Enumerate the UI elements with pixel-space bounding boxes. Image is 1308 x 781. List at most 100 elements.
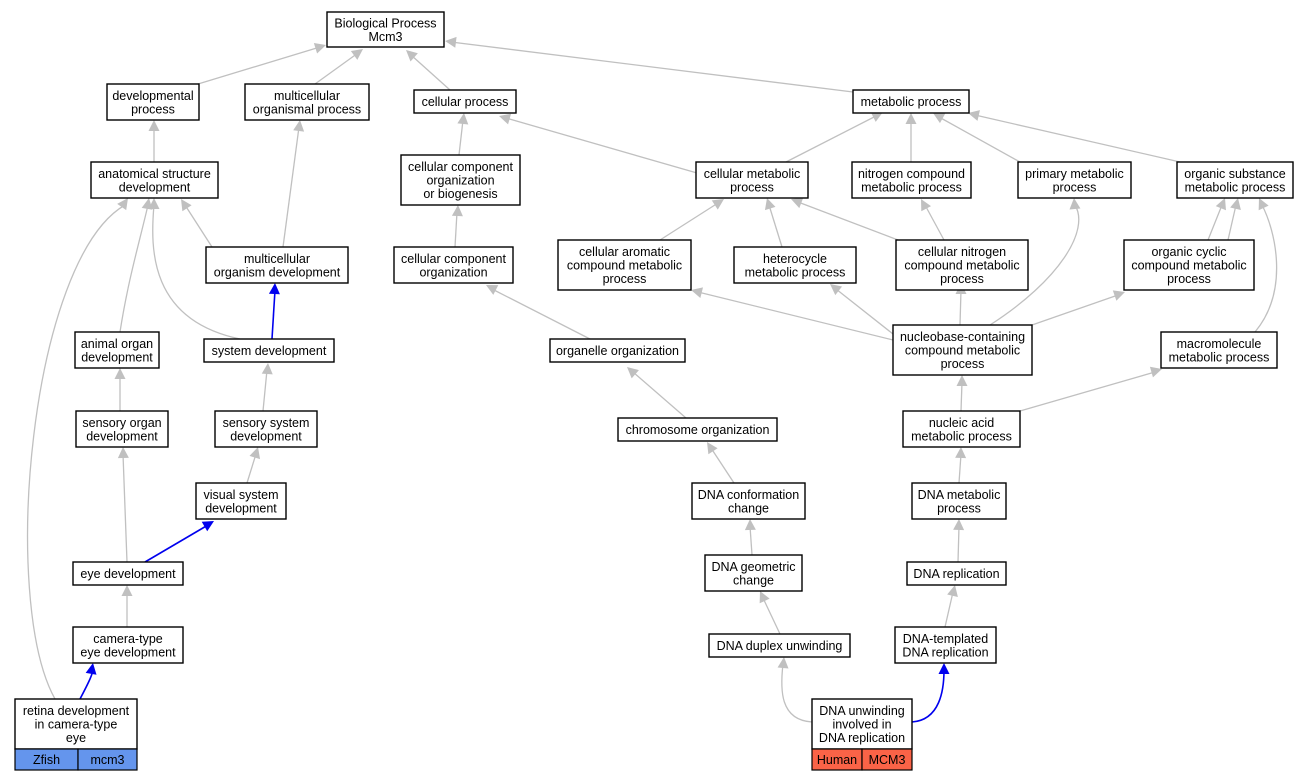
node-label-line: primary metabolic <box>1025 167 1124 181</box>
edge-line <box>959 289 962 326</box>
edge-line <box>632 371 687 419</box>
node-label-line: development <box>86 429 158 443</box>
node-label-line: in camera-type <box>35 718 118 732</box>
gene-cell <box>77 748 138 771</box>
node-label-line: organismal process <box>253 102 361 116</box>
node-label-line: visual system <box>203 488 278 502</box>
graph-nodes: Biological ProcessMcm3developmentalproce… <box>14 11 1294 771</box>
edge-arrowhead <box>938 663 950 674</box>
go-term-node-organelle-org[interactable]: organelle organization <box>549 338 686 363</box>
edge-line <box>271 289 276 340</box>
go-term-node-cell-proc[interactable]: cellular process <box>413 89 517 114</box>
node-label-line: DNA replication <box>819 731 905 745</box>
node-box <box>902 410 1021 448</box>
edge-arrowhead <box>148 120 160 131</box>
edge-line <box>450 41 854 93</box>
node-label-line: process <box>940 272 984 286</box>
node-label-line: developmental <box>112 89 193 103</box>
node-label-line: metabolic process <box>1169 350 1270 364</box>
node-box <box>695 161 809 199</box>
node-label-line: change <box>733 573 774 587</box>
node-label-line: chromosome organization <box>626 423 770 437</box>
edge-line <box>458 119 464 156</box>
node-box <box>326 11 445 48</box>
edge-line <box>659 202 719 241</box>
node-label-line: compound metabolic <box>904 259 1019 273</box>
edge-arrowhead <box>933 113 946 124</box>
node-label-line: heterocycle <box>763 252 827 266</box>
edge-line <box>119 204 149 333</box>
node-label-line: DNA replication <box>913 567 999 581</box>
edge-arrowhead <box>830 284 843 296</box>
edge-arrowhead <box>457 113 469 125</box>
edge-line <box>282 126 300 248</box>
edge-arrowhead <box>759 591 770 604</box>
edge-arrowhead <box>764 198 776 211</box>
go-term-node-metab-proc[interactable]: metabolic process <box>852 89 970 114</box>
go-term-node-system-dev[interactable]: system development <box>203 338 335 363</box>
node-box <box>244 83 370 121</box>
go-term-node-chrom-org[interactable]: chromosome organization <box>617 417 778 442</box>
edge-line <box>958 453 962 484</box>
edge-arrowhead <box>261 363 273 375</box>
node-box <box>75 410 169 448</box>
gene-cell <box>861 748 913 771</box>
node-box <box>895 239 1029 291</box>
node-label-line: process <box>1053 180 1097 194</box>
node-label-line: sensory system <box>223 416 310 430</box>
species-label: Human <box>817 753 857 767</box>
node-label-line: process <box>937 501 981 515</box>
node-box <box>557 239 692 291</box>
node-box <box>1017 161 1132 199</box>
edge-line <box>262 369 268 412</box>
edge-arrowhead <box>350 49 363 60</box>
node-label-line: multicellular <box>244 252 310 266</box>
node-label-line: retina development <box>23 704 130 718</box>
edge-arrowhead <box>121 585 133 596</box>
node-box <box>852 89 970 114</box>
go-term-node-dna-repl[interactable]: DNA replication <box>906 561 1007 586</box>
go-term-node-dna-duplex[interactable]: DNA duplex unwinding <box>708 633 851 658</box>
edge-line <box>79 669 94 700</box>
edge-line <box>835 288 894 335</box>
edge-arrowhead <box>1215 198 1226 211</box>
go-term-node-eye-dev[interactable]: eye development <box>72 561 184 586</box>
edge-line <box>505 117 698 174</box>
edge-arrowhead <box>85 663 97 675</box>
edge-arrowhead <box>486 285 499 295</box>
node-label-line: development <box>230 429 302 443</box>
node-label-line: metabolic process <box>1185 180 1286 194</box>
edge-arrowhead <box>1112 290 1125 301</box>
